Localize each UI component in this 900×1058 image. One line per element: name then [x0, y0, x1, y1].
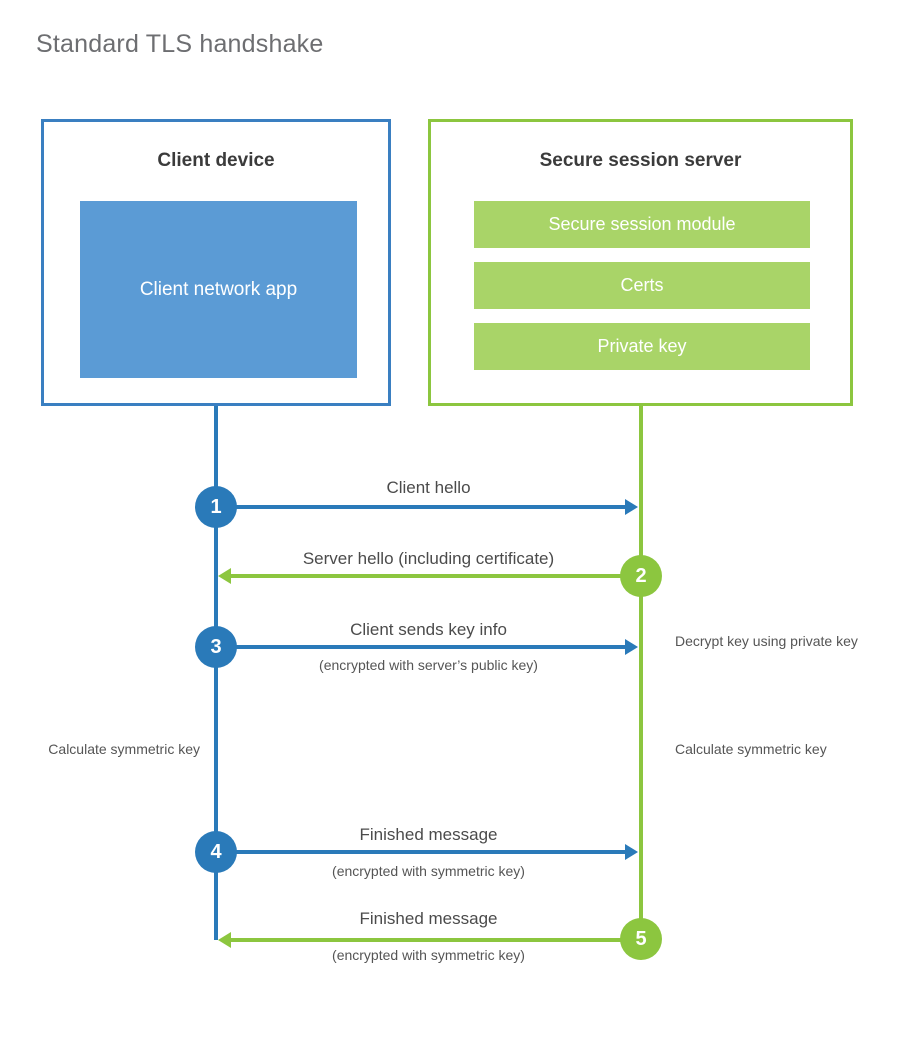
secure-session-server-box: Secure session server Secure session mod… — [428, 119, 853, 406]
arrowhead-right-icon — [625, 844, 638, 860]
server-component-certs: Certs — [474, 262, 810, 309]
step-4-marker: 4 — [195, 831, 237, 873]
step-4-sublabel: (encrypted with symmetric key) — [332, 863, 525, 879]
step-5-marker: 5 — [620, 918, 662, 960]
client-device-title: Client device — [157, 150, 275, 171]
step-5-sublabel: (encrypted with symmetric key) — [332, 947, 525, 963]
step-3-marker: 3 — [195, 626, 237, 668]
server-component-private-key: Private key — [474, 323, 810, 370]
step-4-arrow — [216, 844, 638, 860]
arrowhead-left-icon — [218, 932, 231, 948]
step-4-label: Finished message — [359, 825, 498, 844]
step-5-label: Finished message — [359, 909, 498, 928]
step-3-sublabel: (encrypted with server’s public key) — [319, 657, 538, 673]
note-calculate-symmetric-key-client: Calculate symmetric key — [48, 741, 200, 757]
step-1-label: Client hello — [386, 478, 471, 497]
step-1-marker: 1 — [195, 486, 237, 528]
arrowhead-right-icon — [625, 639, 638, 655]
step-2-arrow — [218, 568, 626, 584]
step-2-marker: 2 — [620, 555, 662, 597]
server-component-list: Secure session module Certs Private key — [474, 201, 810, 370]
arrowhead-left-icon — [218, 568, 231, 584]
step-3-label: Client sends key info — [350, 620, 507, 639]
step-2-label: Server hello (including certificate) — [302, 549, 555, 568]
step-5-arrow — [218, 932, 626, 948]
secure-session-server-title: Secure session server — [539, 150, 742, 171]
page-title: Standard TLS handshake — [36, 30, 324, 58]
client-network-app-block: Client network app — [80, 201, 357, 378]
note-decrypt-key: Decrypt key using private key — [675, 633, 858, 649]
step-1-arrow — [216, 499, 638, 515]
step-3-arrow — [216, 639, 638, 655]
arrowhead-right-icon — [625, 499, 638, 515]
client-device-box: Client device Client network app — [41, 119, 391, 406]
note-calculate-symmetric-key-server: Calculate symmetric key — [675, 741, 827, 757]
server-lifeline — [639, 406, 643, 940]
client-lifeline — [214, 406, 218, 940]
server-component-secure-session-module: Secure session module — [474, 201, 810, 248]
